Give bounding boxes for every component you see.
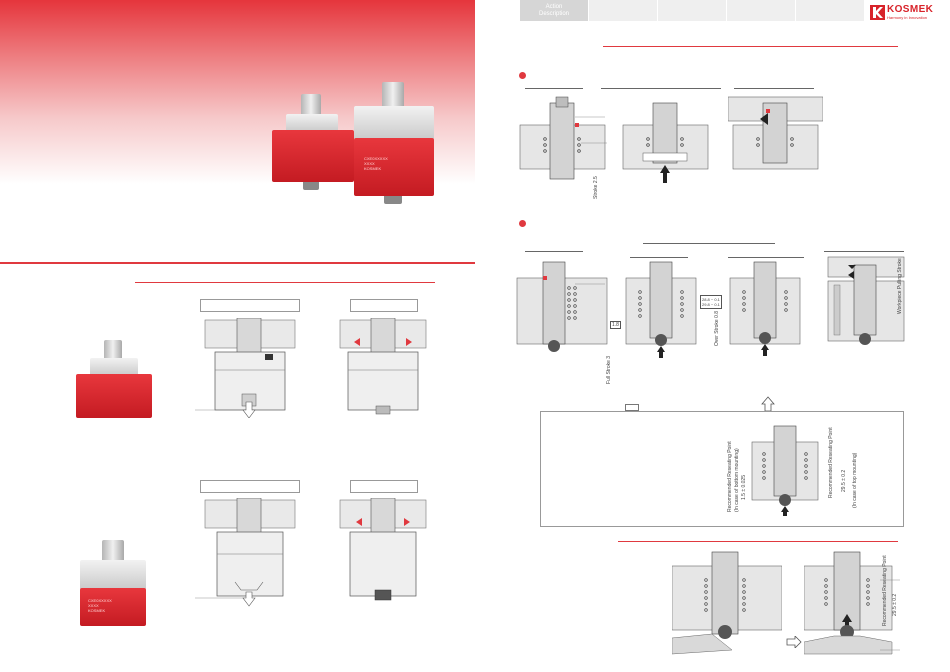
product-photo-standard [76,340,154,420]
caption-frame-after [350,299,418,312]
clamp-section-1c [728,96,823,170]
clamp-section-bottom-b [804,551,900,655]
product-photo-small [268,92,358,192]
dim-28-range: 28.8 ~ 0.1 29.8 ~ 0.1 [700,295,722,309]
section-bullet-2 [519,220,526,227]
cross-section-drawing-lower-before [195,498,296,607]
reco-seating-label-3b: 29.5 ± 0.2 [892,593,898,616]
caption-frame-before [200,299,300,312]
reco-seating-label-2: Recommended Reseating Point [828,427,834,498]
clamp-section-note [751,425,819,516]
tab-action-description[interactable]: Action Description [520,0,589,21]
caption-frame-before-lower [200,480,300,493]
note-tag [625,404,639,411]
section-bullet-1 [519,72,526,79]
caption-frame-after-lower [350,480,418,493]
tab-3[interactable] [658,0,727,21]
up-arrow-outline [761,396,775,412]
brand-name: KOSMEK [887,4,934,15]
dim-stroke-2-5: Stroke 2.5 [593,176,599,199]
brand-tagline: Harmony in Innovation [887,15,928,20]
dim-over-stroke: Over Stroke 0.8 [714,310,720,346]
reco-seating-label-2c: (In case of top mounting) [852,452,858,508]
dim-full-stroke: Full Stroke 3 [606,355,612,384]
reco-seating-label-1b: (In case of bottom mounting) [734,448,740,512]
tab-label-line2: Description [538,10,569,17]
clamp-section-2b [625,261,697,358]
reco-seating-label-1c: 1.5 ± 0.025 [741,475,747,500]
section-divider [0,262,475,264]
tab-5[interactable] [796,0,865,21]
brand-logo: KOSMEK Harmony in Innovation [868,3,944,23]
dim-workpiece-pulling: Workpiece Pulling Stroke [897,258,903,314]
tab-2[interactable] [589,0,658,21]
arrow-outline-right [786,636,802,648]
tab-label-line1: Action [545,3,563,10]
clamp-section-bottom-a [672,551,782,655]
clamp-section-2a [516,261,608,352]
section-heading-rule [135,282,435,283]
chapter-tabs: Action Description [520,0,865,21]
cross-section-drawing-upper-after [339,318,427,415]
tab-4[interactable] [727,0,796,21]
clamp-section-2c [729,261,801,356]
cross-section-drawing-lower-after [339,498,427,601]
reco-seating-label-2b: 29.5 ± 0.2 [841,469,847,492]
reco-seating-label-3: Recommended Reseating Point [882,555,888,626]
clamp-section-2d [827,256,905,345]
clamp-section-1b [622,102,709,183]
kosmek-logo-icon [870,5,885,20]
clamp-section-1a [519,96,607,180]
note-panel [540,411,904,527]
heading-rule-bottom [618,541,898,542]
cross-section-drawing-upper-before [195,318,296,418]
heading-rule-top [603,46,898,47]
dim-1-8: 1.8 [610,321,621,329]
reco-seating-label-1: Recommended Reseating Point [727,441,733,512]
